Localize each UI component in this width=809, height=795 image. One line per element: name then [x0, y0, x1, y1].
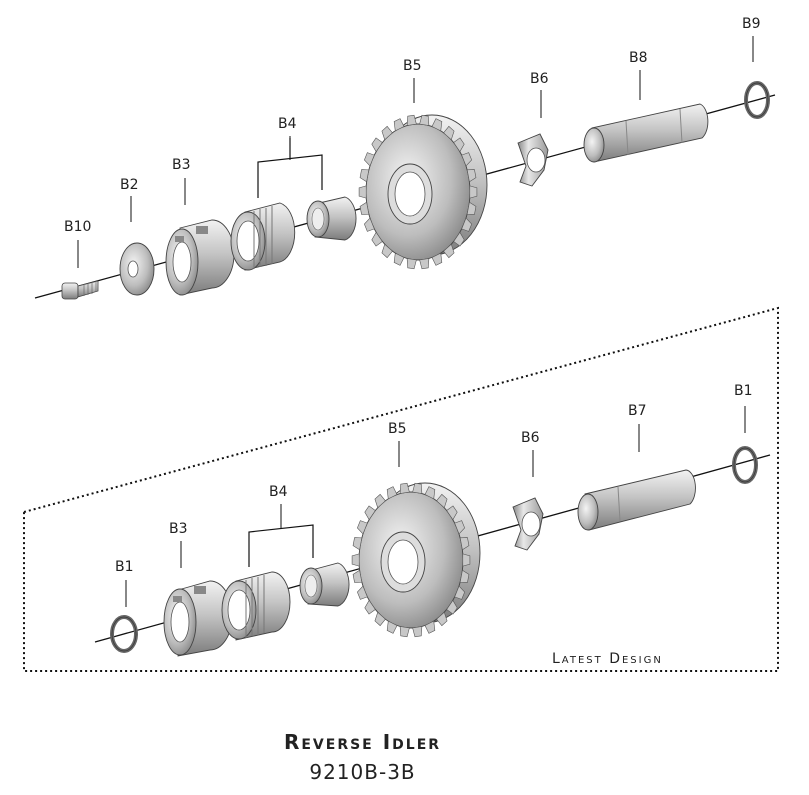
gear-tooth [352, 537, 363, 551]
label-b5-lower: B5 [388, 421, 407, 437]
part-b10-bolt [61, 280, 99, 300]
gear-tooth [453, 137, 465, 153]
gear-tooth [431, 118, 443, 132]
gear-tooth [381, 243, 393, 259]
gear-tooth [364, 599, 376, 615]
latest-design-caption: Latest Design [552, 651, 663, 667]
gear-tooth [424, 486, 436, 500]
upper-assembly: B10 B2 B3 [34, 16, 776, 300]
part-b4-needle-bearing [230, 202, 296, 271]
gear-tooth [364, 152, 375, 167]
part-b3-collar [165, 219, 235, 296]
gear-tooth [374, 611, 386, 627]
gear-tooth [443, 243, 455, 259]
gear-tooth [461, 217, 472, 232]
gear-tooth [443, 125, 455, 141]
part-b5-gear [358, 114, 488, 270]
part-b4-bushing [306, 196, 357, 241]
gear-tooth [466, 201, 477, 215]
gear-tooth [436, 611, 448, 627]
part-b4-needle-bearing-lower [221, 571, 291, 641]
gear-tooth [381, 125, 393, 141]
label-b9: B9 [742, 16, 761, 32]
gear-tooth [386, 620, 398, 634]
gear-tooth [412, 482, 423, 494]
gear-tooth [357, 520, 368, 535]
label-b2: B2 [120, 177, 139, 193]
gear-tooth [454, 520, 465, 535]
part-b1-left-snap-ring [110, 615, 138, 653]
part-b1-right-snap-ring [732, 446, 758, 484]
gear-tooth [359, 169, 370, 183]
label-b1-right: B1 [734, 383, 753, 399]
gear-tooth [436, 493, 448, 509]
gear-tooth [393, 252, 405, 266]
gear-tooth [371, 137, 383, 153]
gear-tooth [399, 626, 410, 638]
gear-tooth [371, 231, 383, 247]
part-b7-shaft [577, 469, 696, 531]
gear-tooth [399, 482, 410, 494]
part-b9-snap-ring [744, 81, 770, 119]
diagram-title: Reverse Idler [283, 730, 442, 754]
part-b5-gear-lower [351, 482, 481, 638]
part-b2-washer [119, 242, 155, 296]
gear-tooth [352, 569, 363, 583]
gear-tooth [446, 505, 458, 521]
gear-tooth [357, 585, 368, 600]
gear-tooth [412, 626, 423, 638]
part-b4-bushing-lower [299, 562, 350, 607]
label-b8: B8 [629, 50, 648, 66]
gear-tooth [431, 252, 443, 266]
part-number: 9210B-3B [309, 760, 416, 784]
gear-tooth [374, 493, 386, 509]
gear-tooth [459, 537, 470, 551]
label-b3-lower: B3 [169, 521, 188, 537]
label-b10: B10 [64, 219, 91, 235]
gear-tooth [364, 505, 376, 521]
gear-tooth [393, 118, 405, 132]
gear-tooth [454, 585, 465, 600]
gear-tooth [461, 152, 472, 167]
gear-tooth [364, 217, 375, 232]
gear-tooth [386, 486, 398, 500]
gear-tooth [459, 569, 470, 583]
label-b5: B5 [403, 58, 422, 74]
gear-tooth [453, 231, 465, 247]
lower-assembly: B1 B3 B4 [23, 306, 779, 672]
label-b7: B7 [628, 403, 647, 419]
label-b1-left: B1 [115, 559, 134, 575]
gear-tooth [419, 114, 430, 126]
part-b8-shaft [583, 103, 709, 163]
latest-design-frame [23, 306, 779, 672]
gear-tooth [406, 258, 417, 270]
gear-tooth [359, 201, 370, 215]
part-b6-thrust-washer-lower [512, 497, 544, 551]
label-b4-lower: B4 [269, 484, 288, 500]
gear-tooth [424, 620, 436, 634]
gear-tooth [351, 553, 360, 567]
gear-tooth [358, 185, 367, 199]
gear-tooth [406, 114, 417, 126]
gear-tooth [419, 258, 430, 270]
b4-lower-bracket [248, 524, 314, 567]
gear-tooth [466, 169, 477, 183]
gear-tooth [446, 599, 458, 615]
part-b3-collar-lower [163, 580, 233, 657]
gear-tooth [462, 553, 471, 567]
label-b6-lower: B6 [521, 430, 540, 446]
label-b3: B3 [172, 157, 191, 173]
gear-tooth [469, 185, 478, 199]
label-b6: B6 [530, 71, 549, 87]
label-b4: B4 [278, 116, 297, 132]
part-b6-thrust-washer [517, 133, 549, 187]
